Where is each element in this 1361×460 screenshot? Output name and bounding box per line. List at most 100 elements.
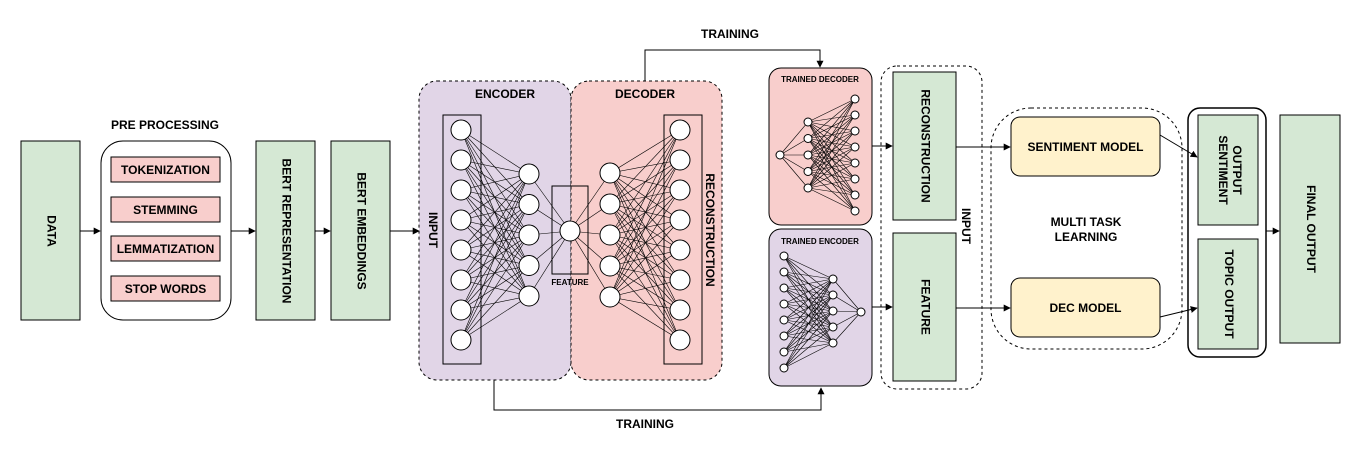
topic-output-block: TOPIC OUTPUT [1197, 238, 1259, 350]
neuron-node [450, 329, 472, 351]
trained-decoder-network [775, 94, 860, 216]
dec-model-label: DEC MODEL [1050, 301, 1122, 315]
outputs-container [1187, 107, 1267, 358]
neuron-node [803, 117, 813, 127]
neuron-node [669, 269, 691, 291]
sentiment-output-label-line1: SENTIMENT [1216, 135, 1230, 205]
neuron-node [518, 285, 540, 307]
neuron-node [669, 179, 691, 201]
neuron-node [850, 94, 860, 104]
dec-model-block: DEC MODEL [1010, 277, 1161, 338]
reconstruction-block: RECONSTRUCTION [892, 71, 957, 221]
sentiment-output-label-line2: OUTPUT [1230, 145, 1244, 195]
neuron-node [518, 224, 540, 246]
preprocessing-title: PRE PROCESSING [111, 118, 219, 132]
neuron-node [850, 142, 860, 152]
neuron-node [850, 126, 860, 136]
neuron-node [828, 338, 838, 348]
preprocessing-step: STEMMING [110, 196, 221, 223]
data-block: DATA [20, 140, 81, 321]
data-label: DATA [44, 215, 58, 247]
bert-representation-block: BERT REPRESENTATION [255, 140, 316, 321]
input-layer-box [442, 114, 482, 365]
autoencoder-feature-label: FEATURE [551, 278, 589, 287]
neuron-node [518, 163, 540, 185]
neuron-node [779, 331, 789, 341]
step-stop-words: STOP WORDS [125, 282, 207, 296]
step-stemming: STEMMING [133, 203, 198, 217]
nn-edges [783, 255, 862, 369]
bert-embeddings-label: BERT EMBEDDINGS [354, 172, 368, 289]
neuron-node [850, 190, 860, 200]
bert-embeddings-block: BERT EMBEDDINGS [330, 140, 391, 321]
feature-block-label: FEATURE [918, 279, 932, 335]
preprocessing-step: LEMMATIZATION [110, 235, 221, 262]
neuron-node [779, 347, 789, 357]
neuron-node [450, 149, 472, 171]
neuron-node [828, 306, 838, 316]
neuron-node [450, 209, 472, 231]
neuron-node [450, 299, 472, 321]
feature-layer-box [551, 185, 589, 275]
neuron-node [803, 167, 813, 176]
input-group-container [880, 65, 983, 390]
preprocessing-group: PRE PROCESSING TOKENIZATION STEMMING LEM… [100, 118, 232, 321]
final-output-block: FINAL OUTPUT [1279, 114, 1341, 344]
neuron-node [779, 315, 789, 325]
neuron-node [599, 286, 621, 308]
bert-representation-label: BERT REPRESENTATION [279, 159, 293, 304]
neuron-node [803, 150, 813, 160]
neuron-node [779, 363, 789, 373]
neuron-node [669, 209, 691, 231]
neuron-node [450, 179, 472, 201]
neuron-node [669, 239, 691, 261]
training-label-top: TRAINING [701, 27, 759, 41]
nn-edges [460, 129, 681, 341]
neuron-node [779, 299, 789, 309]
neuron-node [850, 110, 860, 120]
multitask-title-line1: MULTI TASK [1051, 215, 1122, 229]
neuron-node [518, 255, 540, 276]
feature-block: FEATURE [892, 232, 957, 382]
neuron-node [450, 239, 472, 261]
trained-encoder-title: TRAINED ENCODER [781, 237, 859, 246]
nn-edges [779, 98, 856, 212]
step-tokenization: TOKENIZATION [121, 163, 210, 177]
neuron-node [599, 255, 621, 277]
sentiment-model-block: SENTIMENT MODEL [1010, 116, 1161, 177]
neuron-node [669, 149, 691, 171]
neuron-node [775, 150, 785, 160]
input-group-label: INPUT [959, 208, 973, 245]
neuron-node [518, 194, 540, 215]
neuron-node [450, 119, 472, 141]
neuron-node [856, 307, 866, 317]
final-output-label: FINAL OUTPUT [1304, 185, 1318, 273]
decoder-container [570, 80, 723, 381]
sentiment-model-label: SENTIMENT MODEL [1028, 140, 1144, 154]
autoencoder-network [450, 119, 691, 351]
trained-decoder-title: TRAINED DECODER [781, 75, 859, 84]
training-arrow-top [644, 49, 824, 81]
neuron-node [669, 299, 691, 321]
reconstruction-block-label: RECONSTRUCTION [918, 89, 932, 202]
step-lemmatization: LEMMATIZATION [117, 242, 215, 256]
multitask-container [990, 107, 1183, 350]
preprocessing-step: STOP WORDS [110, 275, 221, 302]
neuron-node [669, 119, 691, 141]
preprocessing-step: TOKENIZATION [110, 156, 221, 183]
arrow-dec-to-topic [1159, 306, 1198, 318]
training-label-bottom: TRAINING [616, 417, 674, 431]
neuron-node [803, 183, 813, 193]
autoencoder-reconstruction-label: RECONSTRUCTION [703, 173, 717, 286]
neuron-node [599, 162, 621, 184]
encoder-title: ENCODER [475, 87, 535, 101]
neuron-node [828, 290, 838, 300]
multitask-title-line2: LEARNING [1055, 230, 1118, 244]
neuron-node [599, 193, 621, 215]
autoencoder-input-label: INPUT [426, 212, 440, 249]
trained-encoder-network [779, 251, 866, 373]
neuron-node [559, 220, 581, 242]
neuron-node [779, 283, 789, 293]
arrow-sentiment-to-output [1159, 134, 1198, 158]
